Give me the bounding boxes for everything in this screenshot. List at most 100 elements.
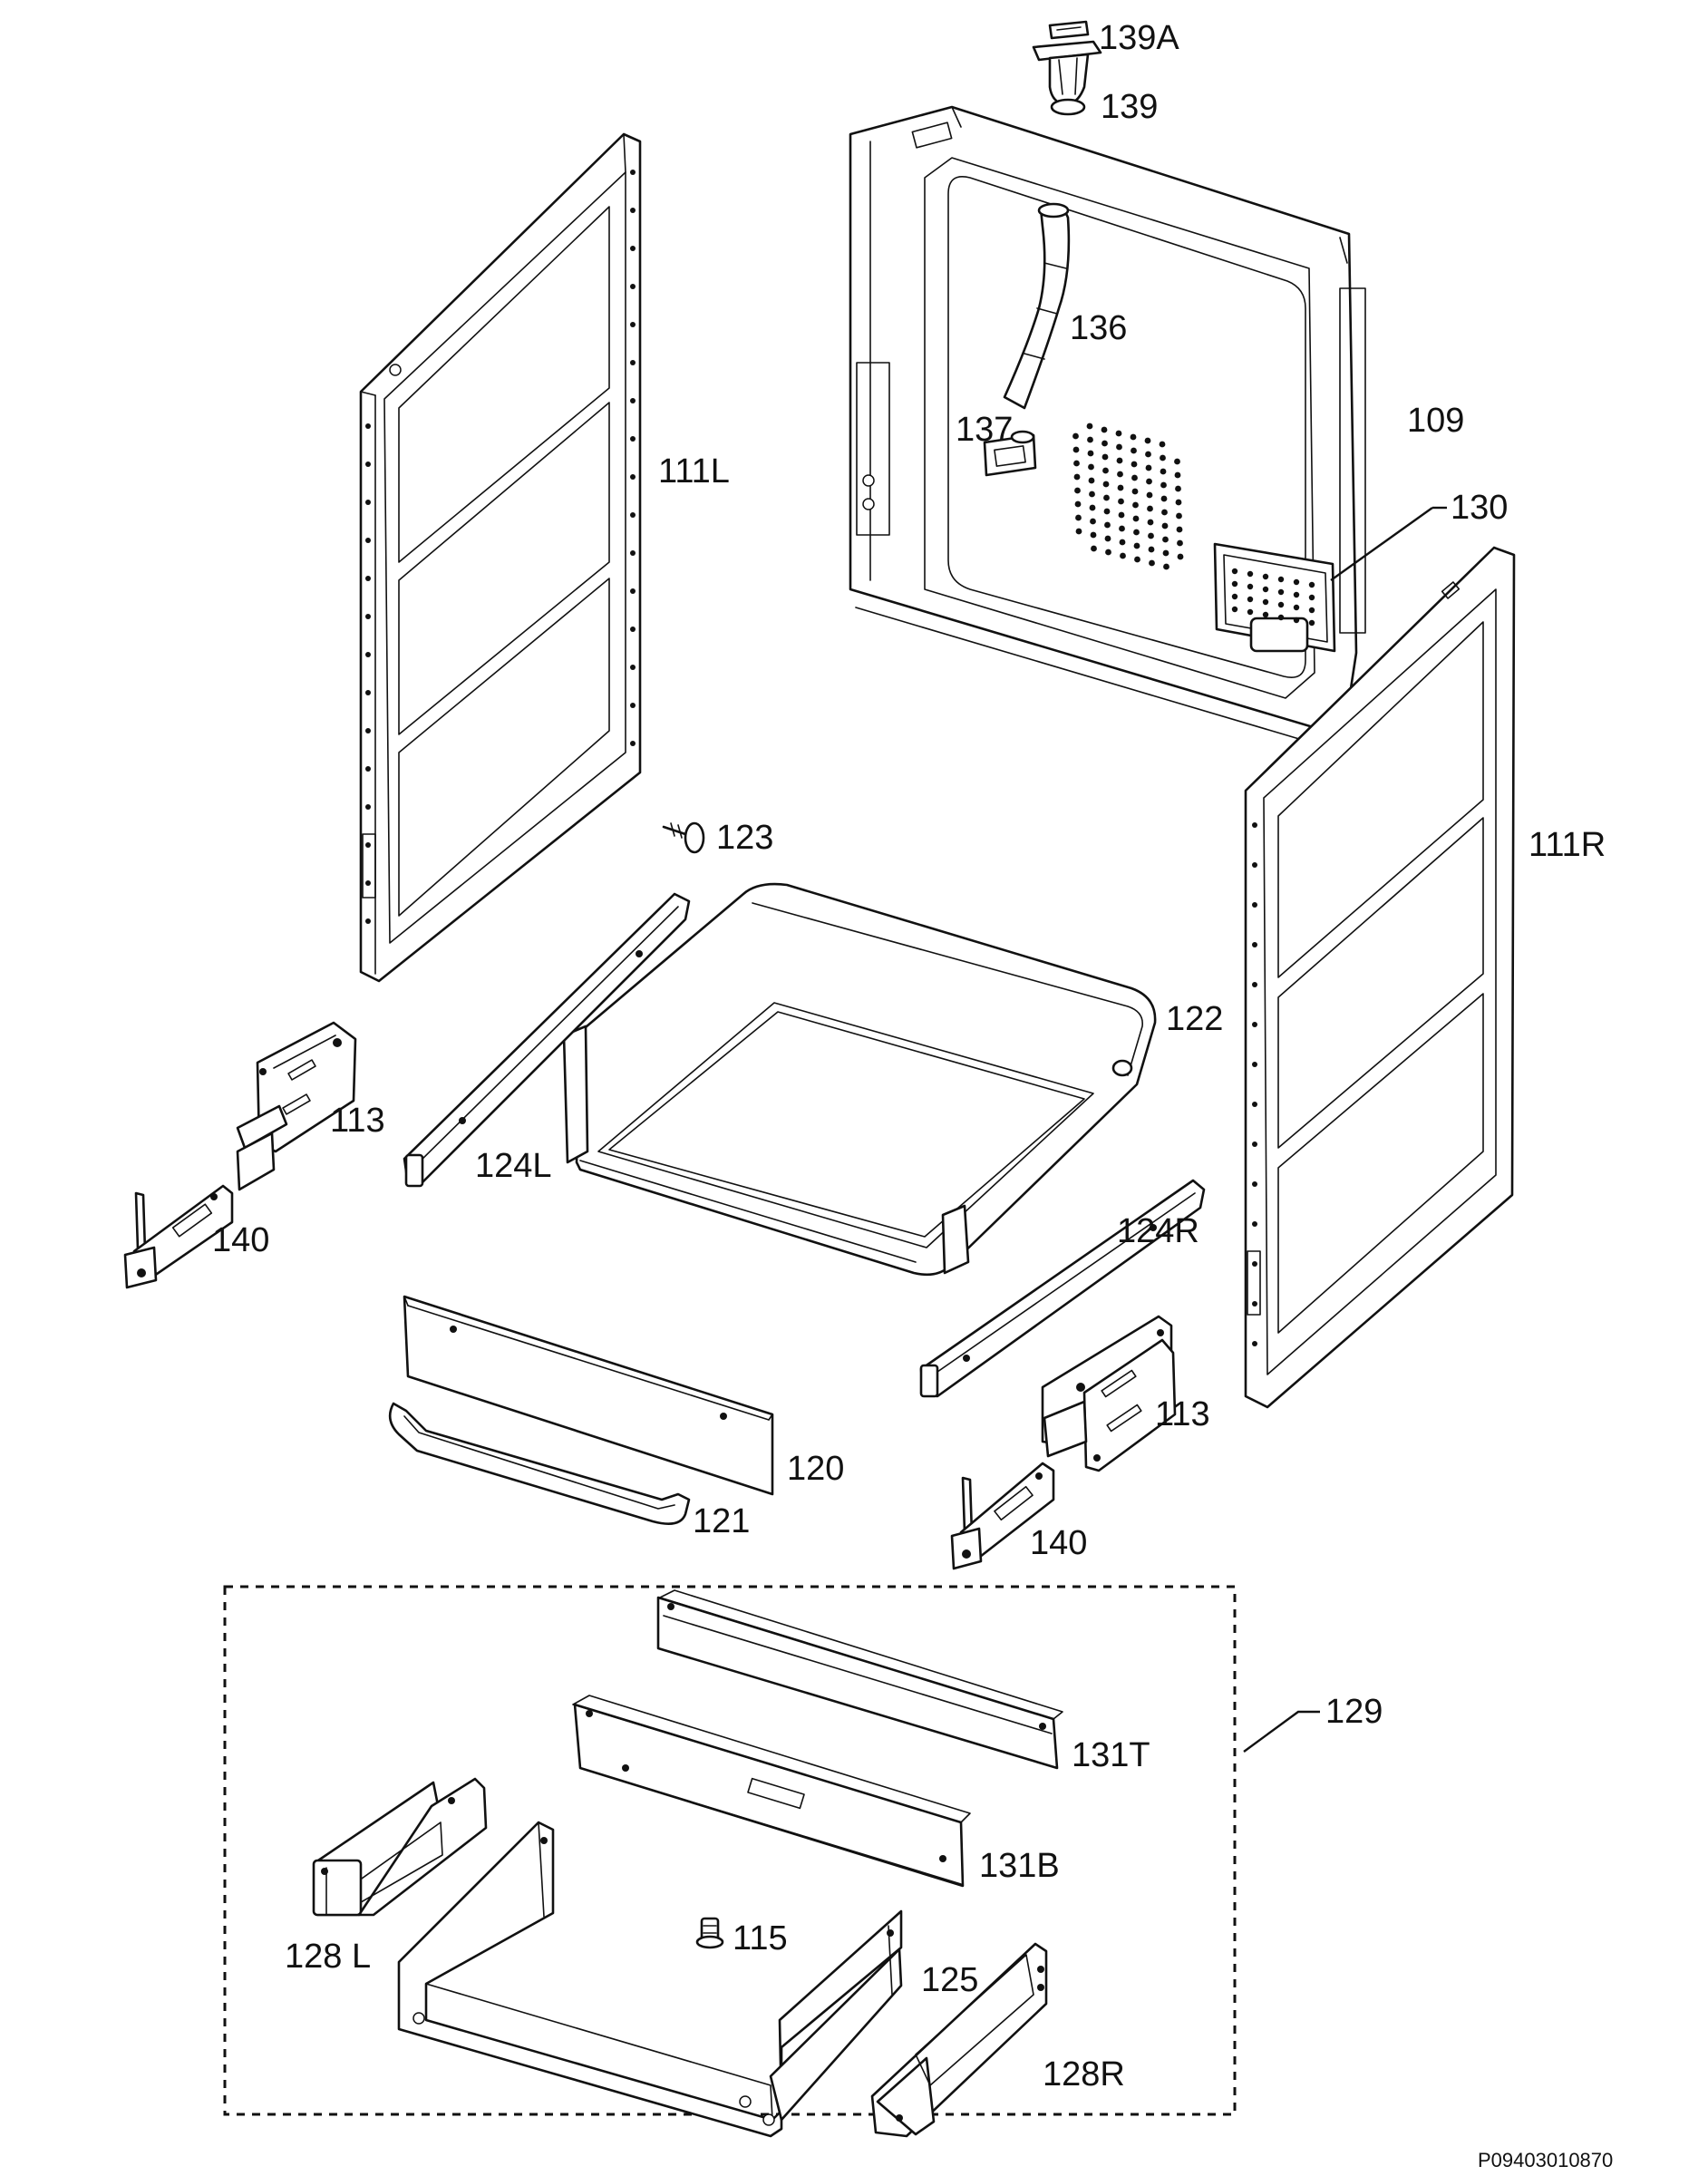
- edge-hole: [630, 741, 636, 746]
- perforation-hole: [1101, 426, 1108, 433]
- edge-hole: [1252, 862, 1257, 868]
- edge-hole: [1252, 982, 1257, 987]
- perforation-hole: [1176, 512, 1182, 520]
- perforation-hole: [1074, 487, 1081, 494]
- perforation-hole: [1118, 498, 1124, 505]
- perforation-hole: [1073, 460, 1080, 467]
- perforation-hole: [1118, 511, 1125, 519]
- part-131t-top-rail: [656, 1589, 1063, 1770]
- label-123: 123: [716, 819, 773, 857]
- edge-hole: [365, 500, 371, 505]
- perforation-hole: [1117, 471, 1123, 478]
- bracket-hole: [1293, 604, 1300, 611]
- perforation-hole: [1086, 423, 1093, 430]
- perforation-hole: [1131, 447, 1137, 454]
- perforation-hole: [1146, 478, 1152, 485]
- perforation-hole: [1144, 437, 1151, 444]
- bracket-hole: [1277, 576, 1285, 583]
- perforation-hole: [1145, 451, 1151, 458]
- perforation-hole: [1101, 440, 1108, 447]
- part-124r-right-rail: [919, 1179, 1206, 1398]
- bracket-hole: [1262, 598, 1269, 606]
- bracket-hole: [1308, 581, 1315, 588]
- edge-hole: [1252, 1062, 1257, 1067]
- edge-hole: [1252, 822, 1257, 828]
- edge-hole: [1252, 1181, 1257, 1187]
- bracket-hole: [1262, 573, 1269, 580]
- edge-hole: [1252, 1221, 1257, 1227]
- perforation-hole: [1132, 515, 1140, 522]
- perforation-hole: [1149, 559, 1155, 567]
- bracket-hole: [1293, 617, 1300, 624]
- perforation-hole: [1119, 525, 1125, 532]
- bracket-hole: [1231, 593, 1238, 600]
- part-131b-bottom-rail: [572, 1695, 971, 1888]
- label-131t: 131T: [1072, 1736, 1150, 1774]
- edge-hole: [1252, 902, 1257, 908]
- perforation-hole: [1087, 436, 1093, 443]
- edge-hole: [1252, 1102, 1257, 1107]
- edge-hole: [630, 665, 636, 670]
- perforation-hole: [1146, 491, 1153, 499]
- bracket-hole: [1231, 606, 1238, 613]
- perforation-hole: [1075, 514, 1082, 521]
- part-128l-left-support: [312, 1777, 488, 1917]
- perforation-hole: [1174, 458, 1180, 465]
- label-128l: 128 L: [285, 1938, 371, 1976]
- edge-hole: [1252, 1141, 1257, 1147]
- perforation-hole: [1105, 549, 1111, 556]
- perforation-hole: [1161, 522, 1169, 529]
- edge-hole: [365, 652, 371, 657]
- perforation-hole: [1103, 508, 1111, 515]
- perforation-hole: [1133, 529, 1140, 536]
- label-115: 115: [733, 1919, 788, 1957]
- edge-hole: [630, 284, 636, 289]
- perforation-hole: [1160, 481, 1167, 489]
- edge-hole: [1252, 1261, 1257, 1267]
- bracket-hole: [1308, 594, 1315, 601]
- edge-hole: [630, 627, 636, 632]
- leader-129: [1243, 1710, 1320, 1753]
- label-120: 120: [787, 1450, 844, 1488]
- perforation-hole: [1090, 518, 1096, 525]
- perforation-hole: [1074, 500, 1082, 508]
- perforation-hole: [1147, 505, 1153, 512]
- bracket-hole: [1293, 578, 1300, 586]
- perforation-hole: [1101, 453, 1109, 461]
- perforation-hole: [1115, 430, 1122, 437]
- perforation-hole: [1102, 467, 1109, 474]
- perforation-hole: [1103, 494, 1110, 501]
- perforation-hole: [1162, 549, 1169, 557]
- label-131b: 131B: [979, 1847, 1060, 1885]
- perforation-hole: [1104, 535, 1111, 542]
- label-125: 125: [921, 1961, 978, 1999]
- perforation-hole: [1091, 545, 1097, 552]
- perforation-hole: [1072, 446, 1080, 453]
- edge-hole: [630, 588, 636, 594]
- perforation-hole: [1133, 542, 1140, 549]
- bracket-hole: [1293, 591, 1300, 598]
- edge-hole: [630, 512, 636, 518]
- edge-hole: [630, 208, 636, 213]
- bracket-hole: [1308, 607, 1315, 614]
- perforation-hole: [1177, 553, 1184, 560]
- perforation-hole: [1175, 499, 1182, 506]
- perforation-hole: [1134, 556, 1140, 563]
- edge-hole: [365, 728, 371, 733]
- edge-hole: [365, 614, 371, 619]
- label-109: 109: [1407, 402, 1464, 440]
- label-121: 121: [693, 1502, 750, 1540]
- part-109-oven-cavity: [849, 105, 1366, 750]
- perforation-hole: [1148, 546, 1155, 553]
- bracket-hole: [1308, 619, 1315, 627]
- perforation-hole: [1160, 495, 1168, 502]
- perforation-hole: [1117, 484, 1124, 491]
- edge-hole: [630, 550, 636, 556]
- part-140-left-hinge: [123, 1184, 234, 1289]
- perforation-hole: [1132, 501, 1139, 509]
- perforation-hole: [1174, 471, 1181, 479]
- perforation-hole: [1072, 432, 1079, 440]
- perforation-hole: [1073, 473, 1081, 481]
- part-139a-vent-cap: [1048, 20, 1090, 40]
- edge-hole: [365, 690, 371, 695]
